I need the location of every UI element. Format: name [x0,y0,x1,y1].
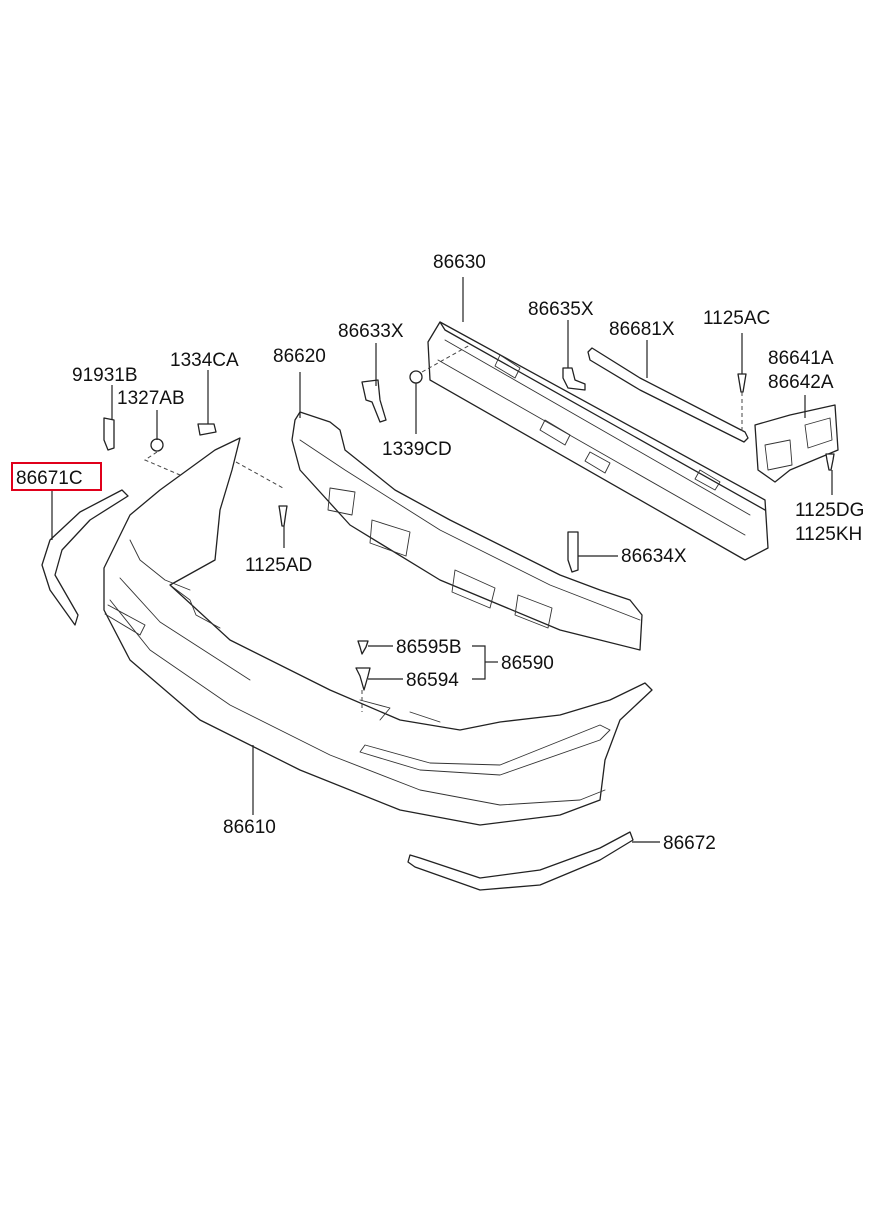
moulding-86671C [41,489,129,626]
assembly-line [235,461,284,489]
callout-1125KH: 1125KH [795,524,862,545]
highlight-box [11,462,102,491]
callout-86633X: 86633X [338,321,404,342]
bracket-86641A [754,404,839,483]
callout-86635X: 86635X [528,299,594,320]
nut-1339CD [409,370,423,384]
bumper-cover-86610 [103,437,653,826]
callout-86590: 86590 [501,653,554,674]
energy-absorber-86620 [291,411,643,651]
moulding-86672 [407,831,634,891]
callout-1327AB: 1327AB [117,388,185,409]
clip-86594 [355,667,371,691]
assembly-line [143,451,181,476]
callout-86610: 86610 [223,817,276,838]
callout-86671C: 86671C [16,468,83,489]
assembly-line [421,344,471,373]
callout-86594: 86594 [406,670,459,691]
callout-86595B: 86595B [396,637,462,658]
callout-1125AC: 1125AC [703,308,770,329]
screw-86595B [357,640,369,655]
strip-86681X [587,347,749,443]
callout-1334CA: 1334CA [170,350,239,371]
callout-86620: 86620 [273,346,326,367]
callout-1125AD: 1125AD [245,555,312,576]
callout-1339CD: 1339CD [382,439,452,460]
callout-86630: 86630 [433,252,486,273]
callout-86672: 86672 [663,833,716,854]
callout-86634X: 86634X [621,546,687,567]
callout-86641A: 86641A [768,348,834,369]
bolt-1125AC [737,373,747,393]
bolt-1125DG [825,453,835,471]
clip-1334CA [197,423,217,436]
bracket-86635X [562,367,586,391]
callout-86642A: 86642A [768,372,834,393]
bracket-86634X [567,531,579,573]
callout-91931B: 91931B [72,365,138,386]
leader-lines [51,277,833,843]
bracket-91931B [103,417,115,451]
bumper-beam-86630 [427,321,769,561]
callout-86681X: 86681X [609,319,675,340]
bolt-1125AD [278,505,288,527]
bracket-86633X [361,379,387,423]
callout-1125DG: 1125DG [795,500,864,521]
nut-1327AB [150,438,164,452]
